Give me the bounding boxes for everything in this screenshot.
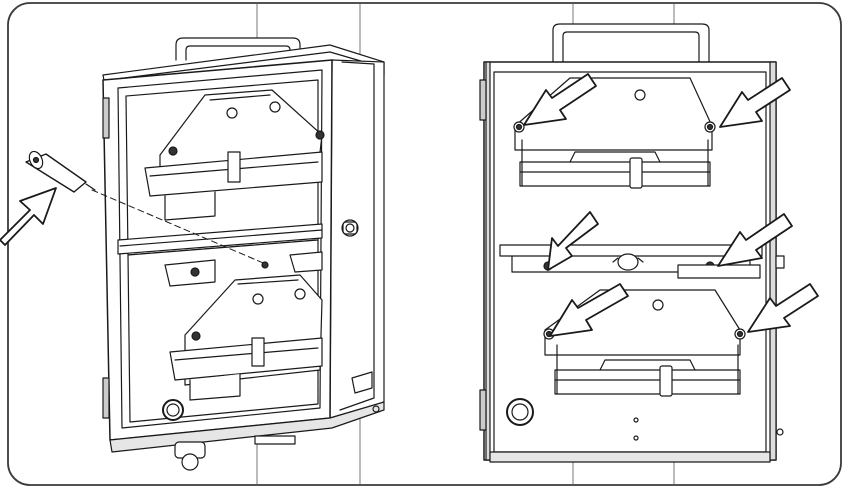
callout-arrow-icon	[0, 187, 57, 246]
screw-icon	[25, 150, 96, 193]
lower-mounting-bracket	[169, 274, 323, 401]
callout-arrow-icon	[717, 213, 793, 267]
callout-arrow-icon	[547, 211, 599, 271]
side-fittings	[775, 255, 785, 436]
conduit-fitting-front	[162, 399, 184, 421]
bottom-conduit-fittings	[174, 435, 296, 471]
left-panel	[0, 3, 385, 485]
callout-arrow-icon	[523, 73, 597, 126]
callout-arrows	[523, 73, 819, 337]
enclosure-handle	[552, 23, 710, 63]
middle-bracket-tabs	[543, 253, 761, 279]
middle-bracket-tabs	[164, 251, 323, 287]
figure-frame	[7, 2, 842, 486]
side-latch	[341, 219, 359, 237]
callout-arrow-icon	[747, 283, 819, 333]
insertion-path	[91, 189, 269, 266]
upper-mounting-bracket	[144, 89, 325, 221]
callout-arrow-icon	[719, 77, 791, 128]
right-panel	[479, 3, 819, 485]
lower-cable-slot	[351, 371, 380, 413]
conduit-fitting-front	[506, 398, 534, 426]
callout-arrow-icon	[549, 283, 629, 337]
target-hole	[261, 261, 269, 269]
